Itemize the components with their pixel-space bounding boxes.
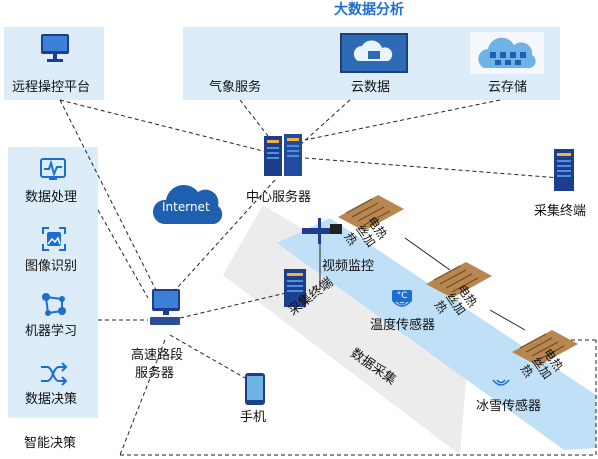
cloud-data-image bbox=[340, 33, 408, 73]
monitor-icon bbox=[41, 34, 69, 62]
image-recognition-icon bbox=[42, 227, 66, 251]
ice-sensor-label: 冰雪传感器 bbox=[476, 399, 542, 414]
bigdata-title: 大数据分析 bbox=[334, 2, 404, 18]
data-processing-label: 数据处理 bbox=[25, 190, 78, 205]
temperature-sensor-label: 温度传感器 bbox=[370, 318, 436, 333]
image-recognition-label: 图像识别 bbox=[25, 259, 78, 274]
waveform-monitor-icon bbox=[40, 158, 66, 180]
heating-wire-image-3 bbox=[512, 330, 578, 366]
video-camera-pole-icon bbox=[302, 218, 342, 244]
center-server-label: 中心服务器 bbox=[246, 190, 312, 205]
mobile-phone-icon bbox=[245, 373, 265, 405]
shuffle-arrows-icon bbox=[41, 362, 68, 386]
weather-service-label: 气象服务 bbox=[209, 80, 262, 95]
server-rack-icon bbox=[264, 134, 302, 176]
ice-sensor-wave-icon bbox=[492, 379, 510, 386]
road-surface bbox=[277, 218, 596, 450]
video-monitor-label: 视频监控 bbox=[322, 259, 375, 274]
cloud-storage-label: 云存储 bbox=[488, 80, 528, 95]
cloud-data-label: 云数据 bbox=[351, 80, 391, 95]
internet-cloud-icon bbox=[152, 184, 223, 224]
machine-learning-label: 机器学习 bbox=[25, 324, 78, 339]
heating-wire-image-1 bbox=[338, 195, 404, 231]
collect-terminal-label: 采集终端 bbox=[534, 204, 587, 219]
highway-server-label-line2: 服务器 bbox=[135, 366, 175, 381]
data-collection-band bbox=[223, 205, 470, 455]
collection-terminal-icon bbox=[554, 149, 574, 191]
heating-wire-image-2 bbox=[426, 262, 492, 298]
remote-platform-label: 远程操控平台 bbox=[12, 80, 91, 95]
network-nodes-icon bbox=[42, 293, 66, 316]
data-decision-label: 数据决策 bbox=[25, 392, 78, 407]
temperature-wave-icon bbox=[393, 301, 411, 307]
phone-label: 手机 bbox=[240, 410, 267, 425]
internet-label: Internet bbox=[162, 200, 210, 214]
highway-server-label-line1: 高速路段 bbox=[131, 348, 184, 363]
road-terminal-icon bbox=[284, 269, 306, 307]
temperature-badge: °C bbox=[392, 290, 412, 302]
smart-decision-title: 智能决策 bbox=[24, 436, 77, 451]
highway-server-monitor-icon bbox=[150, 289, 180, 325]
cloud-storage-image bbox=[470, 32, 544, 74]
